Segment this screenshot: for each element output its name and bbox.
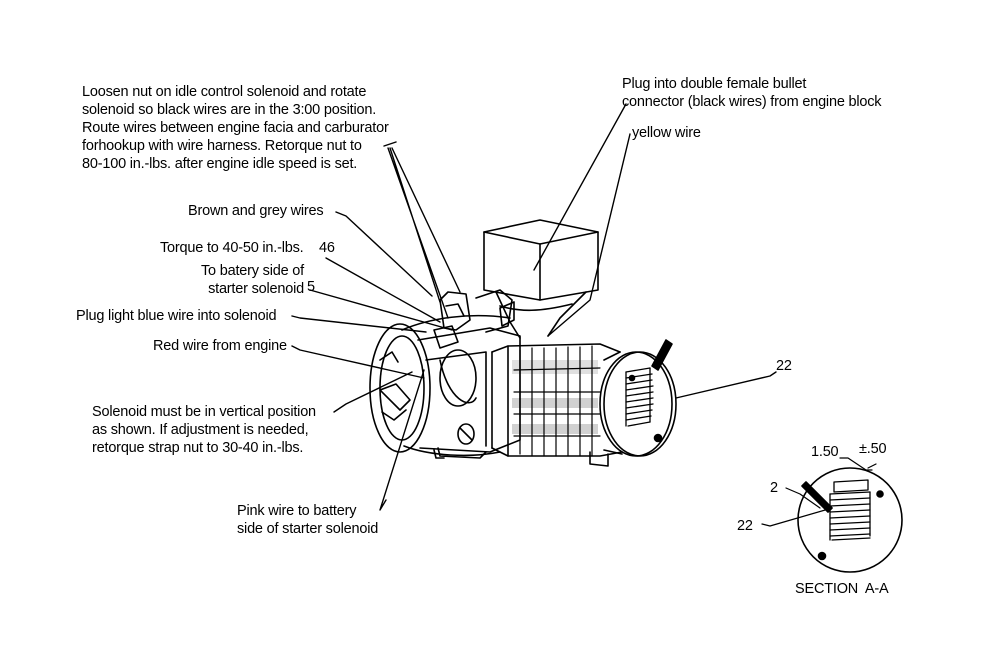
- light-blue-wire-label: Plug light blue wire into solenoid: [76, 308, 277, 324]
- generator-body: [369, 219, 677, 467]
- ref-22-label: 22: [776, 358, 792, 374]
- brown-grey-wires-label: Brown and grey wires: [188, 203, 324, 219]
- bullet-connector-note: Plug into double female bullet connector…: [622, 76, 882, 110]
- yellow-wire-label: yellow wire: [632, 125, 701, 141]
- torque-ref-number: 46: [319, 240, 335, 256]
- solenoid-vertical-note: Solenoid must be in vertical position as…: [92, 404, 316, 456]
- leader-lines: [291, 103, 777, 511]
- dim-1-50: 1.50: [811, 444, 839, 460]
- section-a-a-view: [761, 457, 903, 573]
- torque-40-50-label: Torque to 40-50 in.-lbs.: [160, 240, 304, 256]
- battery-side-label: To batery side of starter solenoid: [201, 263, 304, 297]
- section-ref-2: 2: [770, 480, 778, 496]
- pink-wire-note: Pink wire to battery side of starter sol…: [237, 503, 379, 537]
- section-ref-22: 22: [737, 518, 753, 534]
- section-title: SECTION A-A: [795, 581, 889, 597]
- battery-ref-number: 5: [307, 279, 315, 295]
- dim-plus-minus-50: ±.50: [859, 441, 887, 457]
- idle-solenoid-note: Loosen nut on idle control solenoid and …: [82, 84, 389, 172]
- red-wire-label: Red wire from engine: [153, 338, 287, 354]
